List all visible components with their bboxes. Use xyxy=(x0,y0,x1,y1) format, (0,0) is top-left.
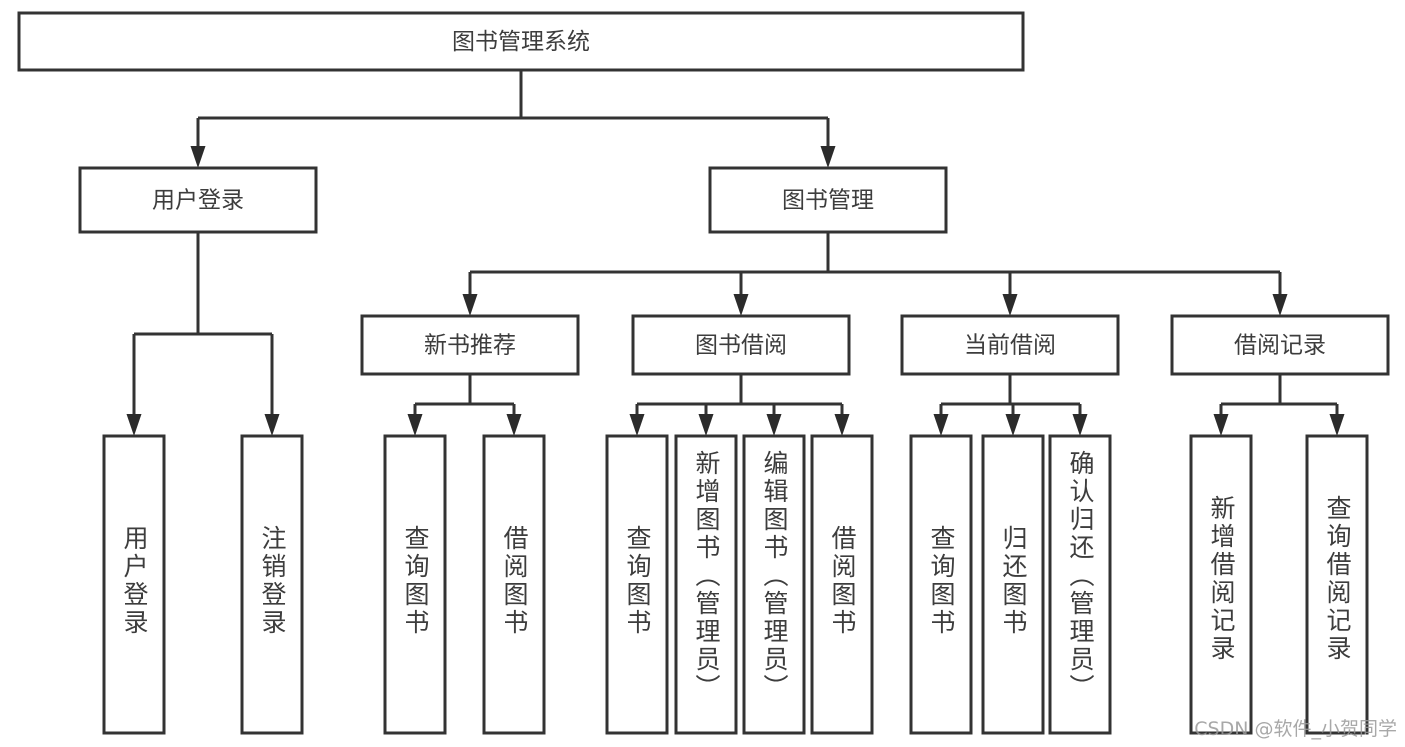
node-leaf-归还图书[interactable] xyxy=(981,434,1045,735)
node-level2-新书推荐[interactable]: 新书推荐 xyxy=(360,314,580,376)
node-leaf-查询图书[interactable] xyxy=(605,434,669,735)
arrow-head xyxy=(629,414,645,436)
node-leaf-用户登录[interactable] xyxy=(102,434,166,735)
node-leaf-注销登录[interactable] xyxy=(240,434,304,735)
node-rect[interactable] xyxy=(1170,314,1390,376)
node-rect[interactable] xyxy=(78,166,318,234)
arrow-head xyxy=(820,146,836,168)
node-level2-当前借阅[interactable]: 当前借阅 xyxy=(900,314,1120,376)
arrow-head xyxy=(834,414,850,436)
node-level1-图书管理[interactable]: 图书管理 xyxy=(708,166,948,234)
node-leaf-编辑图书（管理员）[interactable] xyxy=(742,434,806,735)
node-leaf-确认归还（管理员）[interactable] xyxy=(1048,434,1112,735)
node-rect[interactable] xyxy=(17,11,1025,72)
arrow-head xyxy=(190,146,206,168)
node-leaf-借阅图书[interactable] xyxy=(482,434,546,735)
node-label: 图书借阅 xyxy=(695,333,787,359)
connector-group xyxy=(407,374,522,436)
arrow-head xyxy=(506,414,522,436)
arrow-head xyxy=(1329,414,1345,436)
arrow-head xyxy=(766,414,782,436)
node-level1-用户登录[interactable]: 用户登录 xyxy=(78,166,318,234)
arrow-head xyxy=(698,414,714,436)
arrow-head xyxy=(1272,294,1288,316)
arrow-head xyxy=(1002,294,1018,316)
connector-group xyxy=(462,232,1288,316)
node-level2-图书借阅[interactable]: 图书借阅 xyxy=(631,314,851,376)
node-label: 新书推荐 xyxy=(424,333,516,359)
node-leaf-查询图书[interactable] xyxy=(909,434,973,735)
connector-group xyxy=(190,70,836,168)
node-rect[interactable] xyxy=(240,434,304,735)
node-leaf-新增借阅记录[interactable] xyxy=(1189,434,1253,735)
node-rect[interactable] xyxy=(708,166,948,234)
node-label: 图书管理系统 xyxy=(452,29,590,55)
arrow-head xyxy=(126,414,142,436)
node-rect[interactable] xyxy=(742,434,806,735)
node-rect[interactable] xyxy=(631,314,851,376)
node-rect[interactable] xyxy=(605,434,669,735)
node-rect[interactable] xyxy=(482,434,546,735)
connector-layer xyxy=(126,70,1345,436)
arrow-head xyxy=(407,414,423,436)
node-leaf-查询图书[interactable] xyxy=(383,434,447,735)
node-rect[interactable] xyxy=(1305,434,1369,735)
node-rect[interactable] xyxy=(674,434,738,735)
node-label: 借阅记录 xyxy=(1234,333,1326,359)
connector-group xyxy=(126,232,280,436)
arrow-head xyxy=(933,414,949,436)
arrow-head xyxy=(1005,414,1021,436)
node-leaf-借阅图书[interactable] xyxy=(810,434,874,735)
node-rect[interactable] xyxy=(383,434,447,735)
node-leaf-查询借阅记录[interactable] xyxy=(1305,434,1369,735)
node-rect[interactable] xyxy=(981,434,1045,735)
node-leaf-新增图书（管理员）[interactable] xyxy=(674,434,738,735)
node-rect[interactable] xyxy=(909,434,973,735)
arrow-head xyxy=(733,294,749,316)
node-rect[interactable] xyxy=(1189,434,1253,735)
node-rect[interactable] xyxy=(1048,434,1112,735)
node-rect[interactable] xyxy=(810,434,874,735)
arrow-head xyxy=(462,294,478,316)
arrow-head xyxy=(264,414,280,436)
node-label: 用户登录 xyxy=(152,188,244,214)
node-label: 图书管理 xyxy=(782,188,874,214)
node-rect[interactable] xyxy=(102,434,166,735)
node-rect[interactable] xyxy=(360,314,580,376)
connector-group xyxy=(1213,374,1345,436)
connector-group xyxy=(933,374,1088,436)
node-rect[interactable] xyxy=(900,314,1120,376)
arrow-head xyxy=(1072,414,1088,436)
node-level2-借阅记录[interactable]: 借阅记录 xyxy=(1170,314,1390,376)
connector-group xyxy=(629,374,850,436)
arrow-head xyxy=(1213,414,1229,436)
node-root-图书管理系统[interactable]: 图书管理系统 xyxy=(17,11,1025,72)
node-label: 当前借阅 xyxy=(964,333,1056,359)
